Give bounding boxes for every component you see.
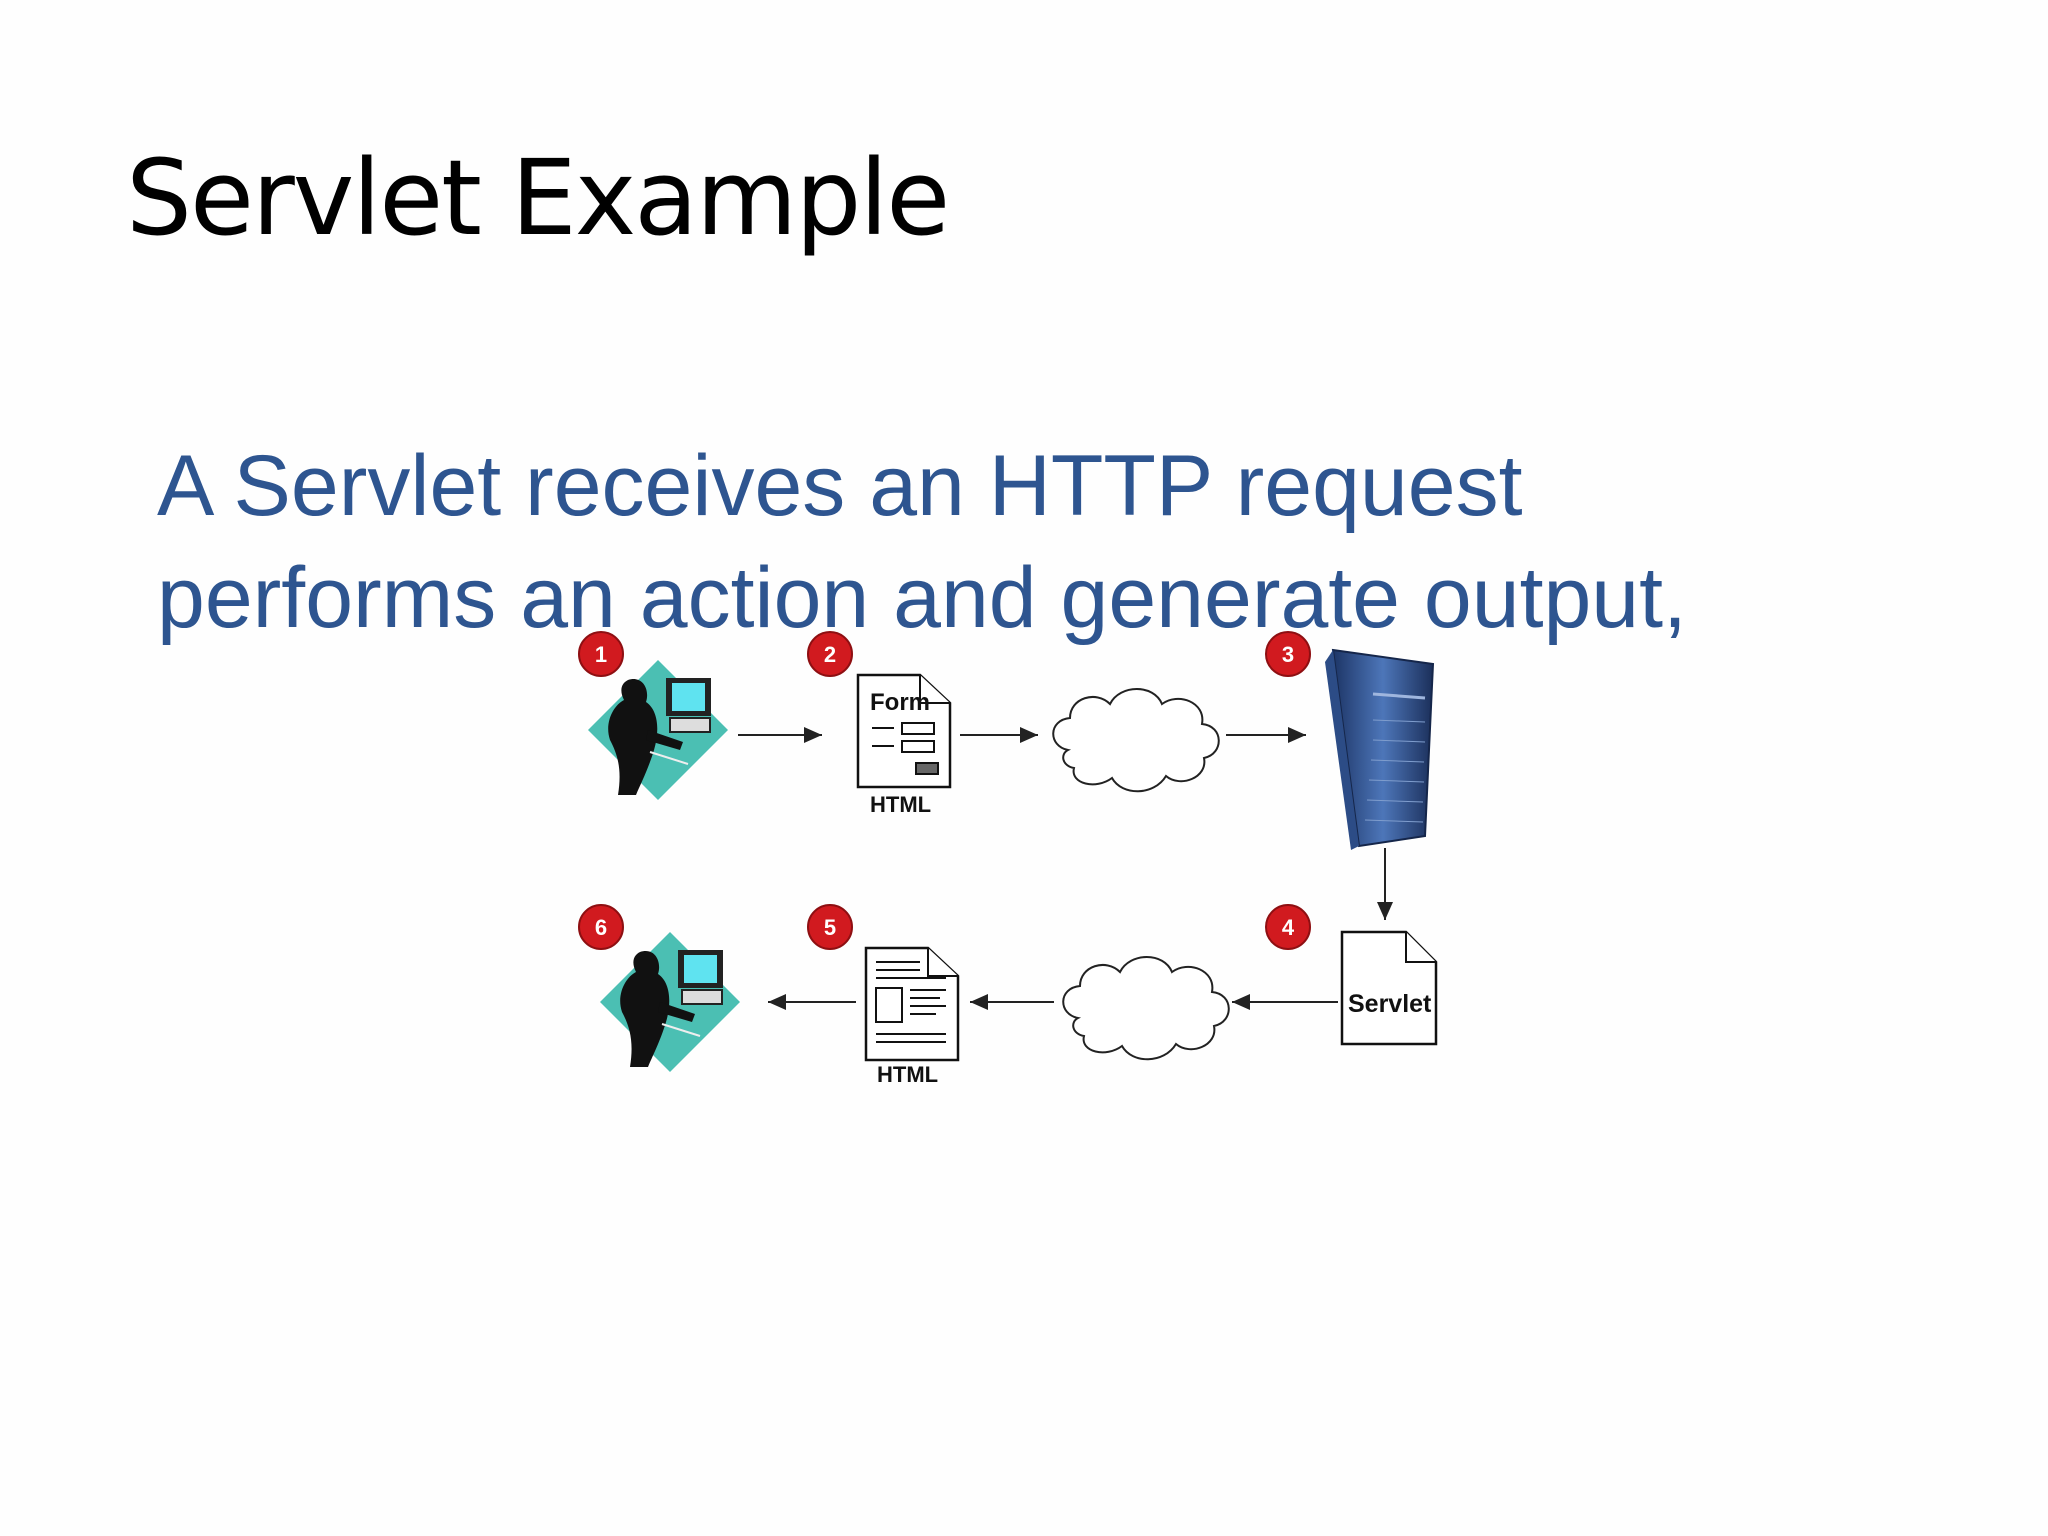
- web-server-icon: [1325, 648, 1435, 850]
- step-badge-2: 2: [807, 631, 853, 677]
- form-label: Form: [870, 689, 930, 716]
- step-badge-4: 4: [1265, 904, 1311, 950]
- servlet-label: Servlet: [1348, 990, 1432, 1018]
- user-at-computer-icon: [588, 660, 728, 800]
- html-response-page-icon: [864, 946, 960, 1062]
- body-line-2: performs an action and generate output,: [157, 550, 1687, 646]
- internet-cloud-icon: [1052, 688, 1220, 793]
- internet-cloud-return-icon: [1062, 956, 1230, 1061]
- user-viewing-result-icon: [600, 932, 740, 1072]
- step-badge-6: 6: [578, 904, 624, 950]
- html-form-doc-icon: [856, 673, 952, 789]
- step-3-label: 3: [1282, 642, 1294, 667]
- slide-body: A Servlet receives an HTTP request perfo…: [157, 430, 1687, 654]
- servlet-flow-diagram: Form HTML: [570, 630, 1470, 1110]
- step-badge-1: 1: [578, 631, 624, 677]
- step-badge-5: 5: [807, 904, 853, 950]
- body-line-1: A Servlet receives an HTTP request: [157, 438, 1523, 534]
- html-label-bottom: HTML: [877, 1062, 938, 1087]
- slide-title: Servlet Example: [126, 137, 950, 259]
- servlet-doc-icon: [1340, 930, 1438, 1046]
- step-2-label: 2: [824, 642, 836, 667]
- step-1-label: 1: [595, 642, 607, 667]
- step-5-label: 5: [824, 915, 836, 940]
- step-4-label: 4: [1282, 915, 1295, 940]
- html-label-top: HTML: [870, 792, 931, 817]
- step-badge-3: 3: [1265, 631, 1311, 677]
- step-6-label: 6: [595, 915, 607, 940]
